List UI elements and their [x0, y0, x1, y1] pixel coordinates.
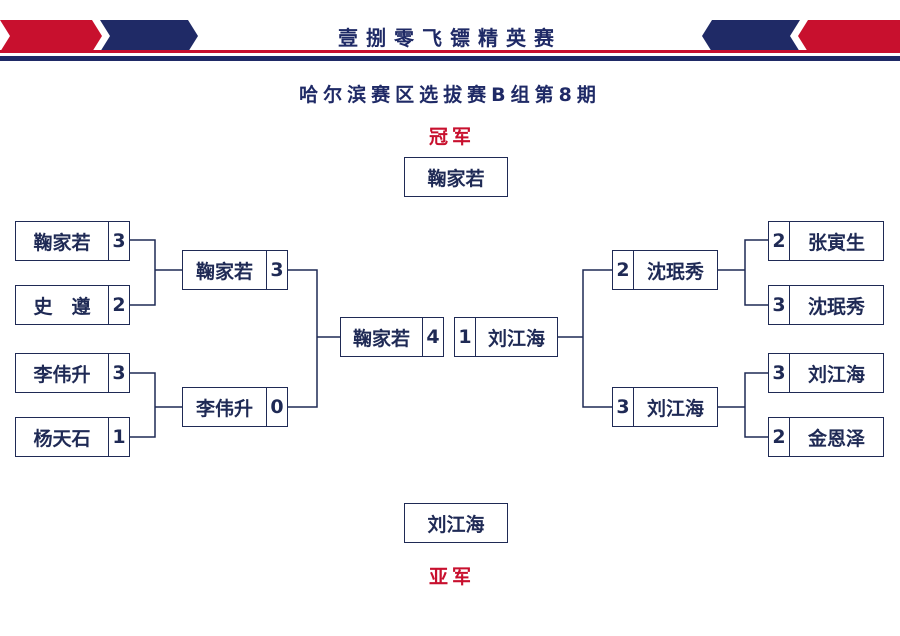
player-score: 3: [108, 354, 129, 392]
left-semi-entry-1: 鞠家若 3: [182, 250, 288, 290]
right-r1-entry-4: 2 金恩泽: [768, 417, 884, 457]
player-name: 刘江海: [487, 327, 545, 350]
banner-title: 壹捌零飞镖精英赛: [338, 26, 562, 50]
player-score: 3: [108, 222, 129, 260]
player-name: 张寅生: [807, 231, 865, 254]
left-r1-entry-3: 李伟升 3: [15, 353, 130, 393]
runner-up-name: 刘江海: [427, 513, 485, 536]
connector-l-semi: [287, 269, 318, 408]
champion-label: 冠军: [428, 126, 475, 148]
player-name: 沈珉秀: [646, 260, 704, 283]
left-r1-entry-2: 史 遵 2: [15, 285, 130, 325]
banner-left-navy: [100, 20, 198, 52]
event-subtitle: 哈尔滨赛区选拔赛B组第8期: [299, 84, 601, 106]
player-name: 刘江海: [646, 397, 704, 420]
player-name: 杨天石: [33, 427, 91, 450]
connector-l-r1-bottom: [129, 372, 156, 438]
player-score: 3: [769, 286, 790, 324]
player-name: 鞠家若: [195, 260, 253, 283]
left-semi-entry-2: 李伟升 0: [182, 387, 288, 427]
player-name: 沈珉秀: [807, 295, 865, 318]
champion-box: 鞠家若: [404, 157, 508, 197]
banner-left-red: [14, 20, 102, 52]
connector-r-r1-top: [744, 239, 769, 306]
banner-right-navy: [702, 20, 800, 52]
runner-up-box: 刘江海: [404, 503, 508, 543]
right-r1-entry-1: 2 张寅生: [768, 221, 884, 261]
champion-name: 鞠家若: [427, 167, 485, 190]
player-name: 李伟升: [33, 363, 91, 386]
player-score: 3: [769, 354, 790, 392]
right-final-entry: 1 刘江海: [454, 317, 558, 357]
header-rule-red: [0, 50, 900, 53]
banner-right-red: [798, 20, 886, 52]
runner-up-label: 亚军: [428, 566, 475, 588]
right-semi-entry-2: 3 刘江海: [612, 387, 718, 427]
connector-r-semi: [582, 269, 613, 408]
right-r1-entry-3: 3 刘江海: [768, 353, 884, 393]
player-name: 鞠家若: [33, 231, 91, 254]
connector-l-r1-top: [129, 239, 156, 306]
header-banner: [0, 20, 900, 52]
header-rule-navy: [0, 56, 900, 61]
connector-r-r1-bottom: [744, 372, 769, 438]
chevron-right-red-icon: [874, 20, 900, 52]
right-r1-entry-2: 3 沈珉秀: [768, 285, 884, 325]
player-name: 鞠家若: [352, 327, 410, 350]
player-score: 4: [422, 318, 443, 356]
player-name: 金恩泽: [807, 427, 865, 450]
left-final-entry: 鞠家若 4: [340, 317, 444, 357]
right-semi-entry-1: 2 沈珉秀: [612, 250, 718, 290]
left-r1-entry-4: 杨天石 1: [15, 417, 130, 457]
left-r1-entry-1: 鞠家若 3: [15, 221, 130, 261]
player-score: 2: [769, 418, 790, 456]
player-score: 1: [108, 418, 129, 456]
player-name: 史 遵: [33, 295, 91, 318]
player-name: 刘江海: [807, 363, 865, 386]
player-score: 2: [769, 222, 790, 260]
player-name: 李伟升: [195, 397, 253, 420]
player-score: 3: [613, 388, 634, 426]
player-score: 2: [613, 251, 634, 289]
player-score: 0: [266, 388, 287, 426]
player-score: 1: [455, 318, 476, 356]
player-score: 2: [108, 286, 129, 324]
player-score: 3: [266, 251, 287, 289]
